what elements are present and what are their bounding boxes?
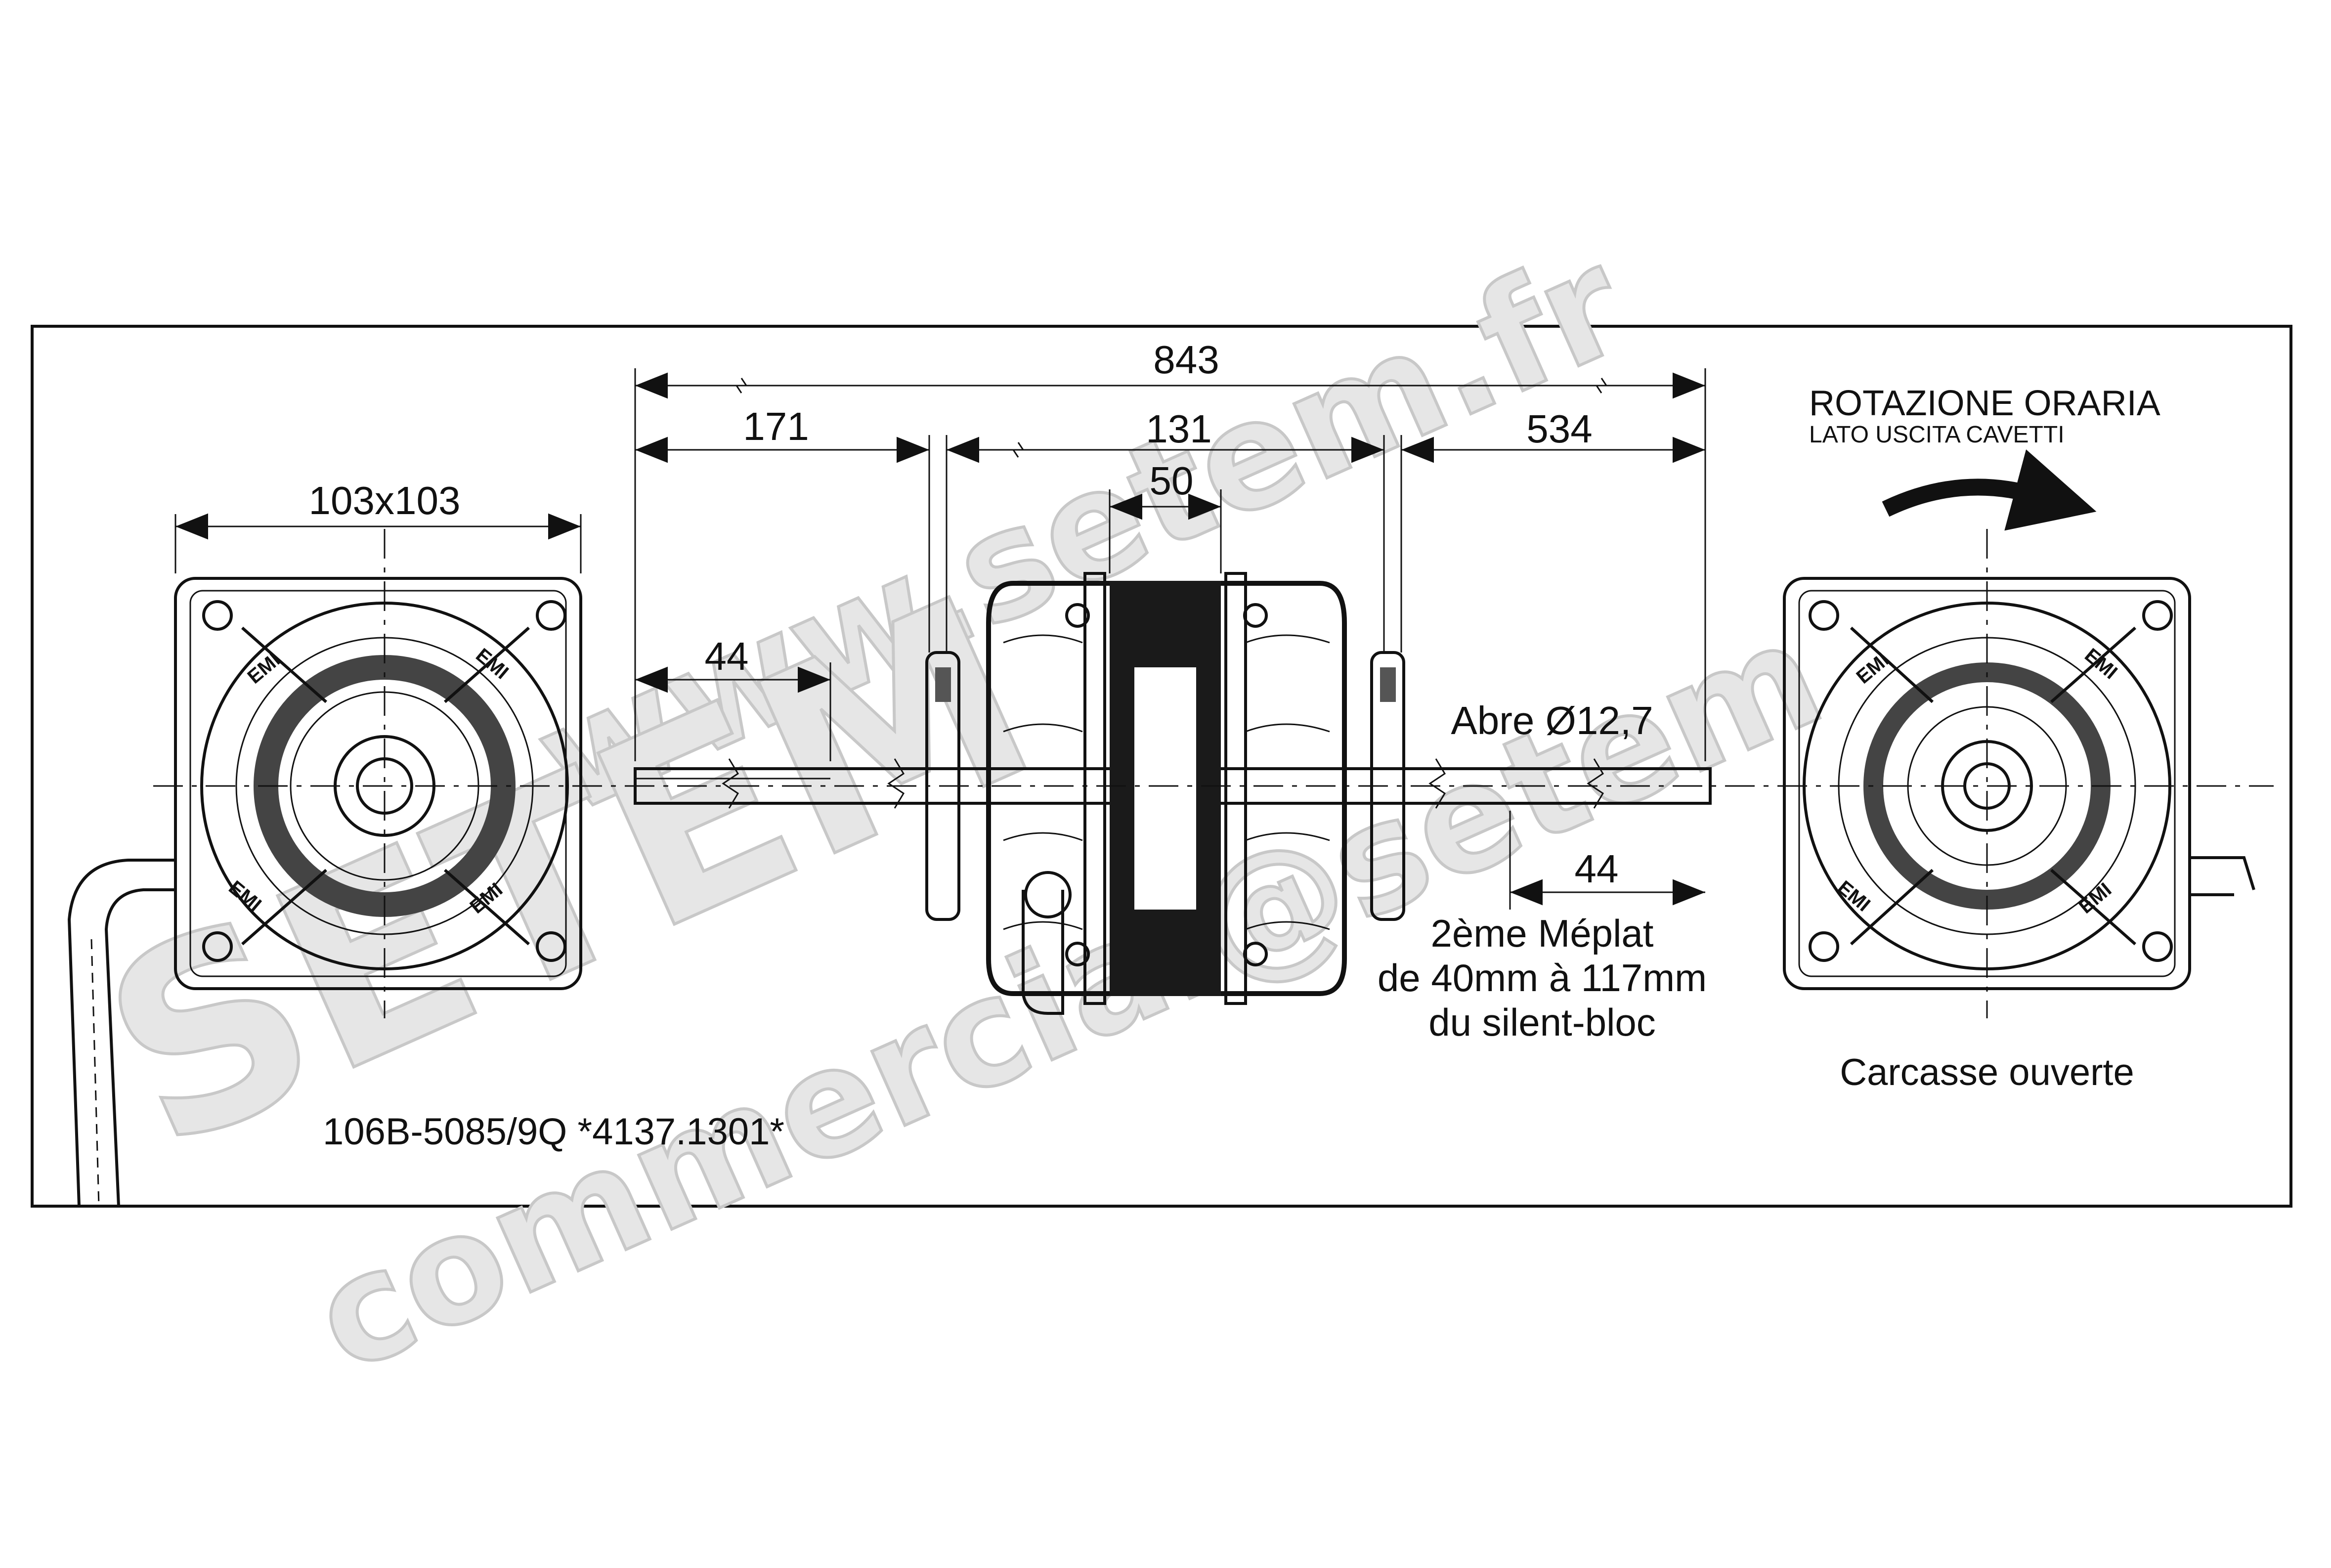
dim-body-length: 131	[1146, 407, 1211, 451]
second-flat-note-line2: de 40mm à 117mm	[1378, 956, 1707, 1000]
watermark-layer: www.setem.fr SETEM commercial@setem	[65, 214, 1847, 1408]
second-flat-note-line1: 2ème Méplat	[1431, 912, 1654, 955]
dim-overall-length: 843	[1153, 338, 1219, 382]
left-flange-plate	[174, 577, 582, 990]
dim-flat-right: 44	[1575, 847, 1619, 891]
screw-icon	[1809, 600, 1839, 631]
rotation-title: ROTAZIONE ORARIA	[1809, 384, 2160, 423]
dim-flange-size: 103x103	[309, 479, 461, 523]
dim-center-band: 50	[1150, 459, 1194, 503]
clamp-band	[1083, 572, 1106, 1005]
dimension-lines	[174, 368, 1706, 910]
part-number: 106B-5085/9Q *4137.1301*	[323, 1111, 784, 1153]
terminal-clip	[1022, 890, 1064, 1015]
left-cable	[67, 859, 175, 1207]
screw-icon	[2142, 600, 2173, 631]
clamp-band	[1224, 572, 1247, 1005]
rotation-arrow-icon	[1882, 449, 2097, 531]
dim-right-shaft: 534	[1526, 407, 1592, 451]
dim-left-shaft: 171	[743, 404, 809, 448]
right-end-view: EMI EMI EMI EMI	[1783, 449, 2255, 990]
emi-badge: EMI	[1833, 876, 1874, 915]
screw-icon	[1809, 931, 1839, 962]
motor-housing	[986, 581, 1347, 996]
screw-icon	[536, 931, 566, 962]
screw-icon	[202, 600, 233, 631]
drawing-frame	[31, 325, 2292, 1208]
screw-icon	[2142, 931, 2173, 962]
end-view-caption: Carcasse ouverte	[1840, 1051, 2134, 1093]
emi-badge: EMI	[2080, 644, 2121, 683]
screw-icon	[202, 931, 233, 962]
screw-icon	[536, 600, 566, 631]
shaft-diameter-label: Abre Ø12,7	[1451, 698, 1653, 742]
emi-badge: EMI	[2075, 878, 2116, 917]
rotation-subtitle: LATO USCITA CAVETTI	[1809, 422, 2065, 448]
right-cable	[2190, 856, 2255, 896]
second-flat-note-line3: du silent-bloc	[1428, 1001, 1656, 1044]
dim-flat-left: 44	[705, 634, 749, 678]
